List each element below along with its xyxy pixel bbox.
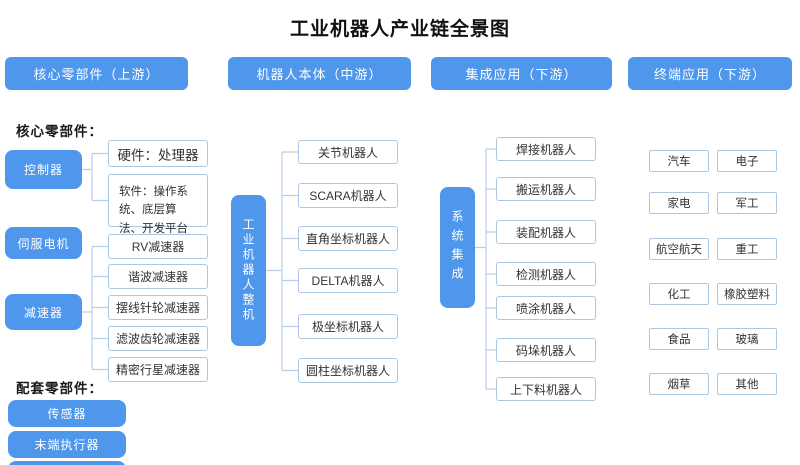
app-tobacco: 烟草 (649, 373, 709, 395)
node-end-effector: 末端执行器 (8, 431, 126, 458)
leaf-assembly-robot: 装配机器人 (496, 220, 596, 244)
node-accessory-partial (8, 461, 126, 465)
app-aerospace: 航空航天 (649, 238, 709, 260)
section-label-core-components: 核心零部件： (16, 124, 103, 139)
app-glass: 玻璃 (717, 328, 777, 350)
app-heavy-industry: 重工 (717, 238, 777, 260)
app-chemical: 化工 (649, 283, 709, 305)
node-servo-motor: 伺服电机 (5, 227, 82, 259)
header-robot-body: 机器人本体（中游） (228, 57, 411, 90)
leaf-cycloidal-pin-reducer: 摆线针轮减速器 (108, 295, 208, 320)
leaf-scara-robot: SCARA机器人 (298, 183, 398, 208)
header-end-applications: 终端应用（下游） (628, 57, 792, 90)
app-military: 军工 (717, 192, 777, 214)
leaf-welding-robot: 焊接机器人 (496, 137, 596, 161)
app-home-appliance: 家电 (649, 192, 709, 214)
leaf-software-platform: 软件：操作系统、底层算法、开发平台 (108, 174, 208, 235)
leaf-loading-unloading-robot: 上下料机器人 (496, 377, 596, 401)
app-rubber-plastics: 橡胶塑料 (717, 283, 777, 305)
leaf-handling-robot: 搬运机器人 (496, 177, 596, 201)
app-electronics: 电子 (717, 150, 777, 172)
leaf-palletizing-robot: 码垛机器人 (496, 338, 596, 362)
section-label-accessory-components: 配套零部件： (16, 381, 103, 396)
page-title: 工业机器人产业链全景图 (289, 19, 510, 40)
node-reducer: 减速器 (5, 294, 82, 330)
leaf-cartesian-robot: 直角坐标机器人 (298, 226, 398, 251)
app-automotive: 汽车 (649, 150, 709, 172)
leaf-hardware-processor: 硬件：处理器 (108, 140, 208, 167)
node-system-integration: 系统集成 (440, 187, 475, 308)
app-other: 其他 (717, 373, 777, 395)
node-sensor: 传感器 (8, 400, 126, 427)
leaf-polar-robot: 极坐标机器人 (298, 314, 398, 339)
leaf-planetary-reducer: 精密行星减速器 (108, 357, 208, 382)
leaf-harmonic-reducer: 谐波减速器 (108, 264, 208, 289)
leaf-spraying-robot: 喷涂机器人 (496, 296, 596, 320)
header-integration: 集成应用（下游） (431, 57, 612, 90)
app-food: 食品 (649, 328, 709, 350)
leaf-cylindrical-robot: 圆柱坐标机器人 (298, 358, 398, 383)
leaf-inspection-robot: 检测机器人 (496, 262, 596, 286)
leaf-delta-robot: DELTA机器人 (298, 268, 398, 293)
leaf-rv-reducer: RV减速器 (108, 234, 208, 259)
leaf-filter-gear-reducer: 滤波齿轮减速器 (108, 326, 208, 351)
node-industrial-robot-unit: 工业机器人整机 (231, 195, 266, 346)
leaf-articulated-robot: 关节机器人 (298, 140, 398, 164)
header-core-components: 核心零部件（上游） (5, 57, 188, 90)
node-controller: 控制器 (5, 150, 82, 189)
